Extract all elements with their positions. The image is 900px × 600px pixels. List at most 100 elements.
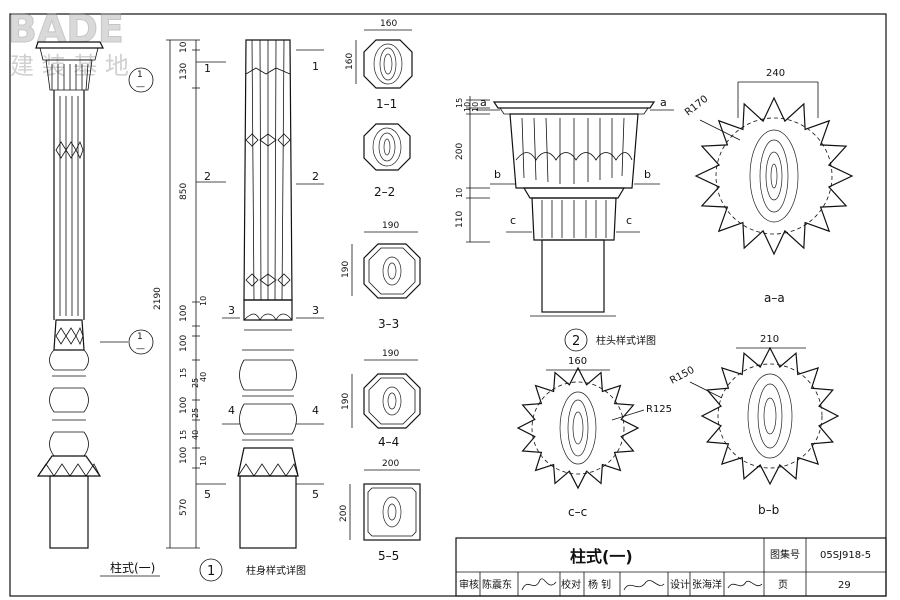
svg-text:190: 190 <box>382 349 399 359</box>
svg-text:a: a <box>660 96 667 109</box>
svg-text:100: 100 <box>179 305 189 322</box>
vertical-dimensions: 10 130 850 2190 100 10 100 15 25 40 100 … <box>153 39 208 549</box>
svg-text:190: 190 <box>341 393 351 410</box>
svg-text:200: 200 <box>455 143 465 160</box>
svg-text:100: 100 <box>179 335 189 352</box>
svg-text:5: 5 <box>312 488 319 501</box>
section-c-c: 160 R125 c–c <box>516 356 672 519</box>
svg-text:10: 10 <box>179 41 189 53</box>
designer-name: 张海洋 <box>692 578 722 591</box>
svg-text:R125: R125 <box>646 404 672 415</box>
svg-text:4: 4 <box>312 404 319 417</box>
svg-text:1: 1 <box>204 62 211 75</box>
section-b-b-label: b–b <box>758 503 779 517</box>
svg-text:a: a <box>480 96 487 109</box>
svg-text:10: 10 <box>471 102 480 112</box>
svg-text:160: 160 <box>380 19 397 29</box>
checker-name: 杨 钊 <box>588 578 611 591</box>
svg-text:R170: R170 <box>683 94 710 119</box>
svg-text:3: 3 <box>312 304 319 317</box>
section-3-3: 190 190 3–3 <box>341 221 421 331</box>
svg-text:160: 160 <box>568 356 587 367</box>
section-a-a-label: a–a <box>764 291 785 305</box>
logo-brand: BADE <box>8 7 124 51</box>
svg-text:210: 210 <box>760 334 779 345</box>
svg-text:4: 4 <box>228 404 235 417</box>
svg-text:1: 1 <box>207 564 215 579</box>
column-elevation <box>35 41 104 549</box>
svg-text:40: 40 <box>199 372 208 382</box>
review-label: 审核 <box>459 578 479 591</box>
svg-text:10: 10 <box>463 102 472 112</box>
section-2-2: 2–2 <box>363 123 411 199</box>
svg-text:5: 5 <box>204 488 211 501</box>
svg-text:160: 160 <box>345 53 355 70</box>
svg-text:2: 2 <box>572 334 580 349</box>
detail-callout-2 <box>564 328 588 352</box>
svg-text:190: 190 <box>341 261 351 278</box>
svg-text:10: 10 <box>199 456 208 466</box>
section-markers-left: 1 2 3 4 5 <box>196 61 240 501</box>
section-b-b: 210 R150 b–b <box>668 334 840 517</box>
watermark-logo: BADE 建 装 基 地 <box>8 7 129 81</box>
section-2-2-label: 2–2 <box>374 185 395 199</box>
svg-text:b: b <box>644 168 651 181</box>
svg-text:c: c <box>510 214 516 227</box>
svg-text:570: 570 <box>179 499 189 516</box>
section-a-a: 240 R170 a–a <box>683 68 854 305</box>
svg-text:110: 110 <box>455 211 465 228</box>
reviewer-name: 陈震东 <box>482 578 512 591</box>
detail-callout-1 <box>199 558 223 582</box>
capital-detail: 15 10 10 200 10 110 a a b b c c <box>455 96 674 317</box>
svg-text:100: 100 <box>179 447 189 464</box>
section-c-c-label: c–c <box>568 505 587 519</box>
svg-text:200: 200 <box>339 505 349 522</box>
shaft-detail-label: 柱身样式详图 <box>246 564 306 577</box>
section-4-4: 190 190 4–4 <box>341 349 421 449</box>
svg-text:1: 1 <box>312 60 319 73</box>
section-markers-right: 1 2 3 4 5 <box>296 49 324 501</box>
svg-text:2: 2 <box>204 170 211 183</box>
svg-text:15: 15 <box>179 368 188 378</box>
section-1-1: 160 160 1–1 <box>345 19 413 111</box>
svg-text:25: 25 <box>191 378 200 388</box>
svg-text:130: 130 <box>179 63 189 80</box>
ref-bubble-bottom: — <box>136 344 145 354</box>
section-3-3-label: 3–3 <box>378 317 399 331</box>
ref-bubble-top-2: 1 <box>137 70 143 80</box>
section-5-5: 200 200 5–5 <box>339 459 421 563</box>
svg-text:200: 200 <box>382 459 399 469</box>
svg-text:3: 3 <box>228 304 235 317</box>
section-5-5-label: 5–5 <box>378 549 399 563</box>
column-style-label: 柱式(一) <box>110 560 155 575</box>
check-label: 校对 <box>561 578 581 591</box>
ref-bubble-top: 1 <box>137 332 143 342</box>
ref-bubble-bottom-2: — <box>136 82 145 92</box>
total-height: 2190 <box>153 287 163 310</box>
design-label: 设计 <box>670 578 690 591</box>
designer-signature <box>727 580 763 589</box>
svg-text:10: 10 <box>199 296 208 306</box>
svg-text:850: 850 <box>179 183 189 200</box>
logo-subtitle: 建 装 基 地 <box>10 52 129 80</box>
sheet-frame <box>9 13 887 597</box>
svg-text:25: 25 <box>191 408 200 418</box>
atlas-label: 图集号 <box>770 548 800 561</box>
svg-text:b: b <box>494 168 501 181</box>
page-number: 29 <box>838 580 851 591</box>
section-4-4-label: 4–4 <box>378 435 399 449</box>
page-label: 页 <box>778 579 788 591</box>
svg-text:10: 10 <box>455 188 464 198</box>
drawing-title: 柱式(一) <box>570 547 633 566</box>
capital-detail-label: 柱头样式详图 <box>596 334 656 347</box>
checker-signature <box>623 580 665 591</box>
svg-text:15: 15 <box>179 430 188 440</box>
section-1-1-label: 1–1 <box>376 97 397 111</box>
svg-text:100: 100 <box>179 397 189 414</box>
svg-text:c: c <box>626 214 632 227</box>
svg-text:2: 2 <box>312 170 319 183</box>
shaft-detail <box>237 39 299 549</box>
svg-text:190: 190 <box>382 221 399 231</box>
svg-text:240: 240 <box>766 68 785 79</box>
